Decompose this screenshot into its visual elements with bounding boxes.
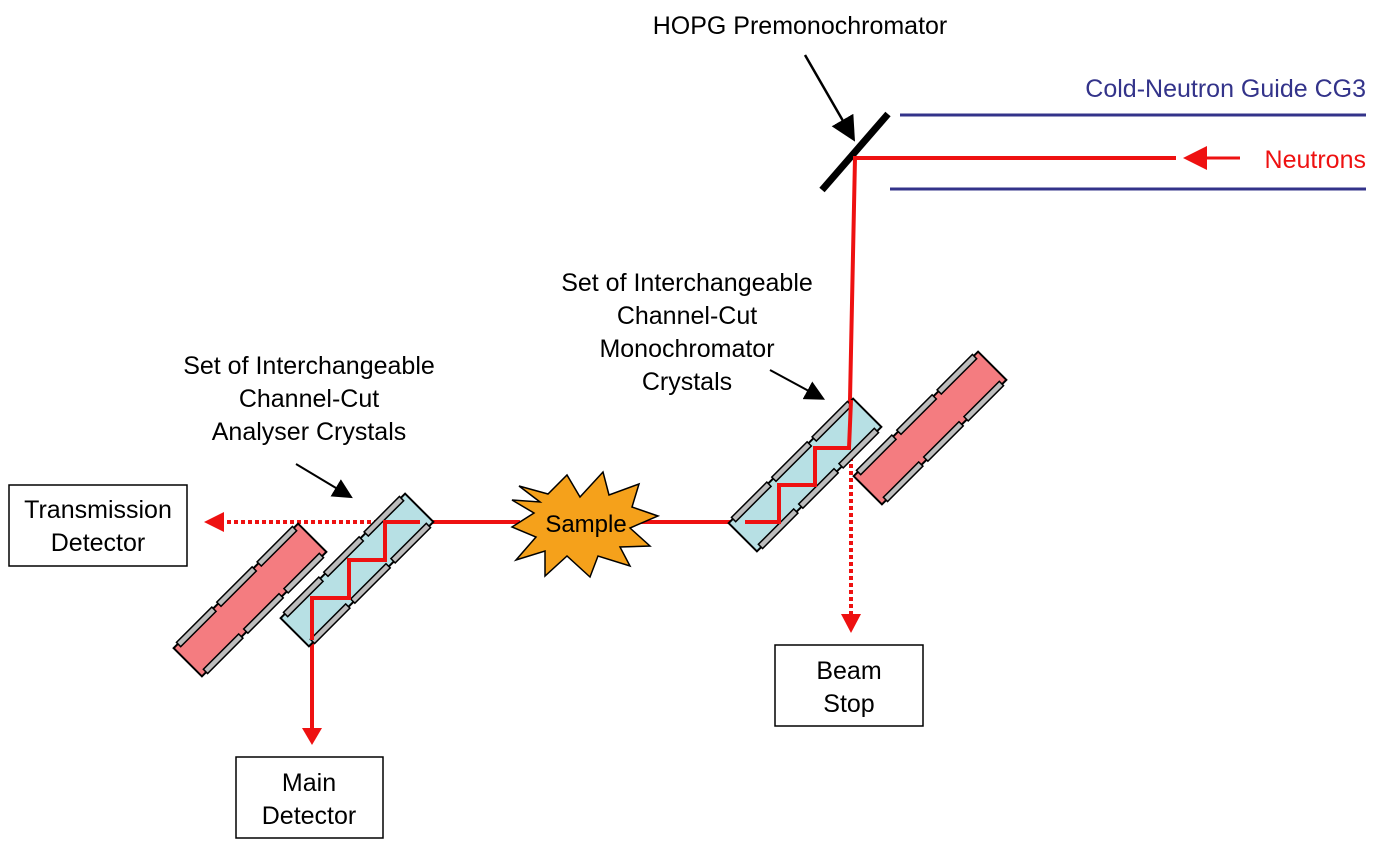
monochromator-crystal-spare (852, 350, 1008, 506)
analyser-label-line3: Analyser Crystals (212, 418, 407, 446)
sample-starburst (510, 470, 661, 579)
mono-label-line4: Crystals (642, 368, 732, 396)
guide-label: Cold-Neutron Guide CG3 (1085, 75, 1366, 103)
beamstop-label-line1: Beam (816, 657, 881, 685)
beam-analyser-overlay (310, 520, 420, 640)
monochromator-crystal-active (727, 397, 883, 553)
analyser-label-line2: Channel-Cut (239, 385, 379, 413)
mono-label-line3: Monochromator (599, 335, 774, 363)
neutrons-label: Neutrons (1265, 146, 1366, 174)
analyser-label-line1: Set of Interchangeable (183, 352, 435, 380)
analyser-crystal-active (279, 492, 435, 648)
hopg-premonochromator (819, 111, 891, 193)
main-label-line1: Main (282, 769, 336, 797)
neutron-guide (890, 113, 1366, 191)
transmission-label-line2: Detector (51, 529, 145, 557)
beam-path (310, 156, 1176, 728)
beam-incoming (847, 156, 1176, 449)
beamstop-label-line2: Stop (823, 690, 874, 718)
mono-label-line2: Channel-Cut (617, 302, 757, 330)
mono-label-line1: Set of Interchangeable (561, 269, 813, 297)
sample-label: Sample (545, 511, 626, 538)
transmission-arrowhead (204, 512, 224, 532)
analyser-pointer (295, 463, 353, 499)
analyser-crystal-spare (172, 522, 328, 678)
transmission-detector: Transmission Detector (8, 484, 188, 567)
analyser-caption: Set of Interchangeable Channel-Cut Analy… (183, 352, 435, 446)
transmission-label-line1: Transmission (24, 496, 172, 524)
beam-stop: Beam Stop (774, 644, 924, 727)
main-detector: Main Detector (235, 756, 384, 839)
premono-label: HOPG Premonochromator (653, 12, 948, 40)
main-label-line2: Detector (262, 802, 356, 830)
main-detector-arrowhead (302, 728, 322, 745)
beamstop-arrowhead (841, 614, 861, 633)
mono-pointer (769, 369, 826, 400)
beam-mono-overlay (745, 446, 851, 524)
beam-mono-entry (847, 399, 853, 449)
premono-pointer (803, 54, 855, 142)
monochromator-caption: Set of Interchangeable Channel-Cut Monoc… (561, 269, 813, 396)
